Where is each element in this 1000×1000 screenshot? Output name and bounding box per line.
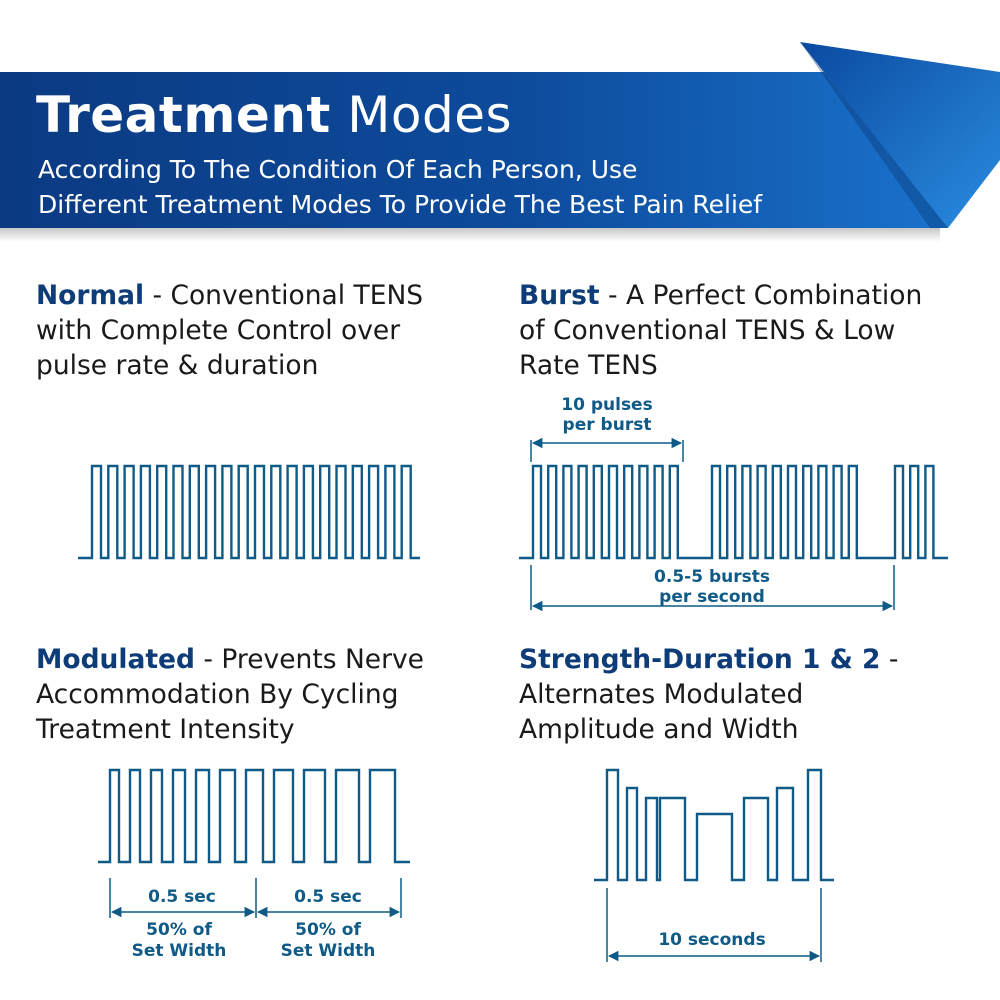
mode-normal-line2: with Complete Control over — [36, 315, 401, 346]
mode-normal-line1: - Conventional TENS — [144, 280, 424, 311]
mode-modulated-line2: Accommodation By Cycling — [36, 679, 399, 710]
modulated-label-a3: Set Width — [132, 941, 227, 961]
burst-waveform: 10 pulses per burst 0.5-5 bursts per sec… — [519, 395, 948, 612]
subtitle-line-2: Different Treatment Modes To Provide The… — [38, 190, 763, 219]
mode-strength-line3: Amplitude and Width — [519, 714, 799, 745]
modulated-label-b3: Set Width — [281, 941, 376, 961]
mode-burst-line2: of Conventional TENS & Low — [519, 315, 896, 346]
subtitle-line-1: According To The Condition Of Each Perso… — [38, 155, 638, 184]
mode-strength-line1: - — [880, 644, 899, 675]
modulated-label-b1: 0.5 sec — [294, 887, 362, 907]
mode-strength-line2: Alternates Modulated — [519, 679, 804, 710]
mode-modulated-name: Modulated — [36, 644, 195, 675]
mode-burst-name: Burst — [519, 280, 600, 311]
mode-strength-description: Strength-Duration 1 & 2 - Alternates Mod… — [519, 642, 898, 747]
burst-label-top-1: 10 pulses — [561, 395, 652, 415]
mode-normal-description: Normal - Conventional TENS with Complete… — [36, 278, 423, 383]
strength-label: 10 seconds — [658, 930, 765, 950]
mode-normal-name: Normal — [36, 280, 145, 311]
burst-pulse-train — [519, 464, 948, 560]
modulated-label-a1: 0.5 sec — [148, 887, 216, 907]
header-banner — [0, 42, 1000, 242]
page-title: Treatment Modes — [36, 86, 512, 144]
mode-strength-name: Strength-Duration 1 & 2 — [519, 644, 881, 675]
title-bold: Treatment — [36, 86, 331, 144]
modulated-waveform: 0.5 sec 50% of Set Width 0.5 sec 50% of … — [98, 768, 410, 961]
mode-burst-description: Burst - A Perfect Combination of Convent… — [519, 278, 922, 383]
mode-normal-line3: pulse rate & duration — [36, 350, 319, 381]
burst-label-bottom-2: per second — [659, 587, 765, 607]
burst-label-bottom-1: 0.5-5 bursts — [654, 567, 770, 587]
title-rest: Modes — [347, 86, 513, 144]
strength-duration-pulse-train — [594, 768, 834, 882]
mode-modulated-description: Modulated - Prevents Nerve Accommodation… — [36, 642, 424, 747]
modulated-pulse-train — [98, 768, 410, 864]
strength-duration-waveform: 10 seconds — [594, 768, 834, 962]
burst-label-top-2: per burst — [563, 415, 652, 435]
mode-modulated-line3: Treatment Intensity — [36, 714, 295, 745]
normal-waveform — [78, 464, 420, 560]
modulated-label-a2: 50% of — [146, 920, 212, 940]
mode-modulated-line1: - Prevents Nerve — [195, 644, 424, 675]
modulated-label-b2: 50% of — [295, 920, 361, 940]
page-subtitle: According To The Condition Of Each Perso… — [38, 152, 762, 222]
mode-burst-line3: Rate TENS — [519, 350, 658, 381]
mode-burst-line1: - A Perfect Combination — [599, 280, 923, 311]
normal-pulse-train — [78, 464, 420, 560]
